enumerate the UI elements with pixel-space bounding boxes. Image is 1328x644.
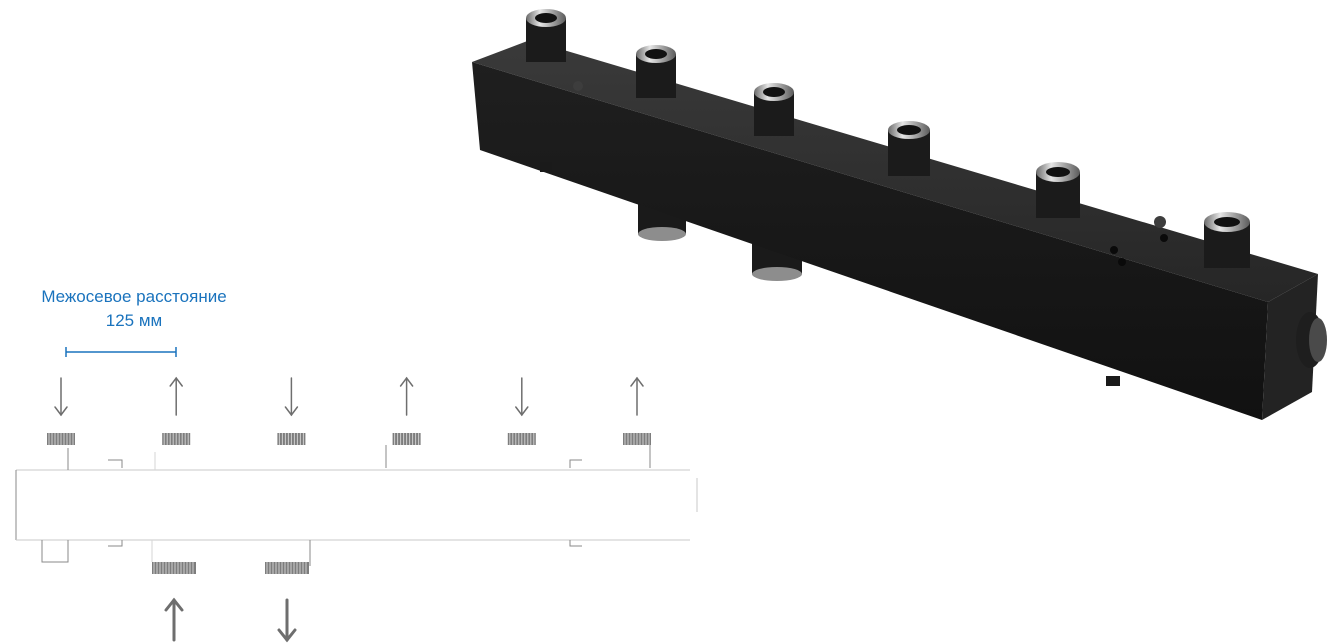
render-side-port	[1296, 312, 1327, 368]
render-top-fitting-3	[754, 83, 794, 136]
render-body-end	[1262, 274, 1318, 420]
top-port-thread	[507, 433, 536, 445]
render-body-front	[472, 62, 1268, 420]
top-port-arrow	[630, 376, 644, 416]
top-port-arrow	[54, 377, 68, 417]
spacing-caption: Межосевое расстояние 125 мм	[0, 285, 268, 333]
bottom-port-arrow	[164, 597, 184, 642]
render-top-fitting-4	[888, 121, 930, 176]
top-ports	[47, 376, 651, 445]
render-top-fitting-2	[636, 45, 676, 98]
top-port-thread	[47, 433, 75, 445]
render-top-fitting-6	[1204, 212, 1250, 268]
top-port-arrow	[399, 376, 414, 416]
manifold-render	[472, 9, 1327, 420]
bottom-ports	[152, 562, 309, 643]
top-port-thread	[392, 433, 421, 445]
bottom-port-thread	[265, 562, 309, 574]
top-port-thread	[623, 433, 651, 445]
spacing-label: Межосевое расстояние	[41, 287, 227, 306]
bottom-port-thread	[152, 562, 196, 574]
render-top-fitting-5	[1036, 162, 1080, 218]
spacing-dimension-line	[65, 347, 177, 357]
top-port-arrow	[284, 377, 299, 417]
spacing-value: 125 мм	[105, 311, 163, 330]
bottom-port-arrow	[277, 598, 297, 643]
render-top-fitting-1	[526, 9, 566, 62]
top-port-thread	[162, 433, 191, 445]
manifold-body-outline	[15, 469, 698, 541]
top-port-thread	[277, 433, 306, 445]
top-port-arrow	[515, 377, 529, 417]
top-port-arrow	[169, 376, 183, 416]
schematic-manifold	[15, 445, 698, 566]
